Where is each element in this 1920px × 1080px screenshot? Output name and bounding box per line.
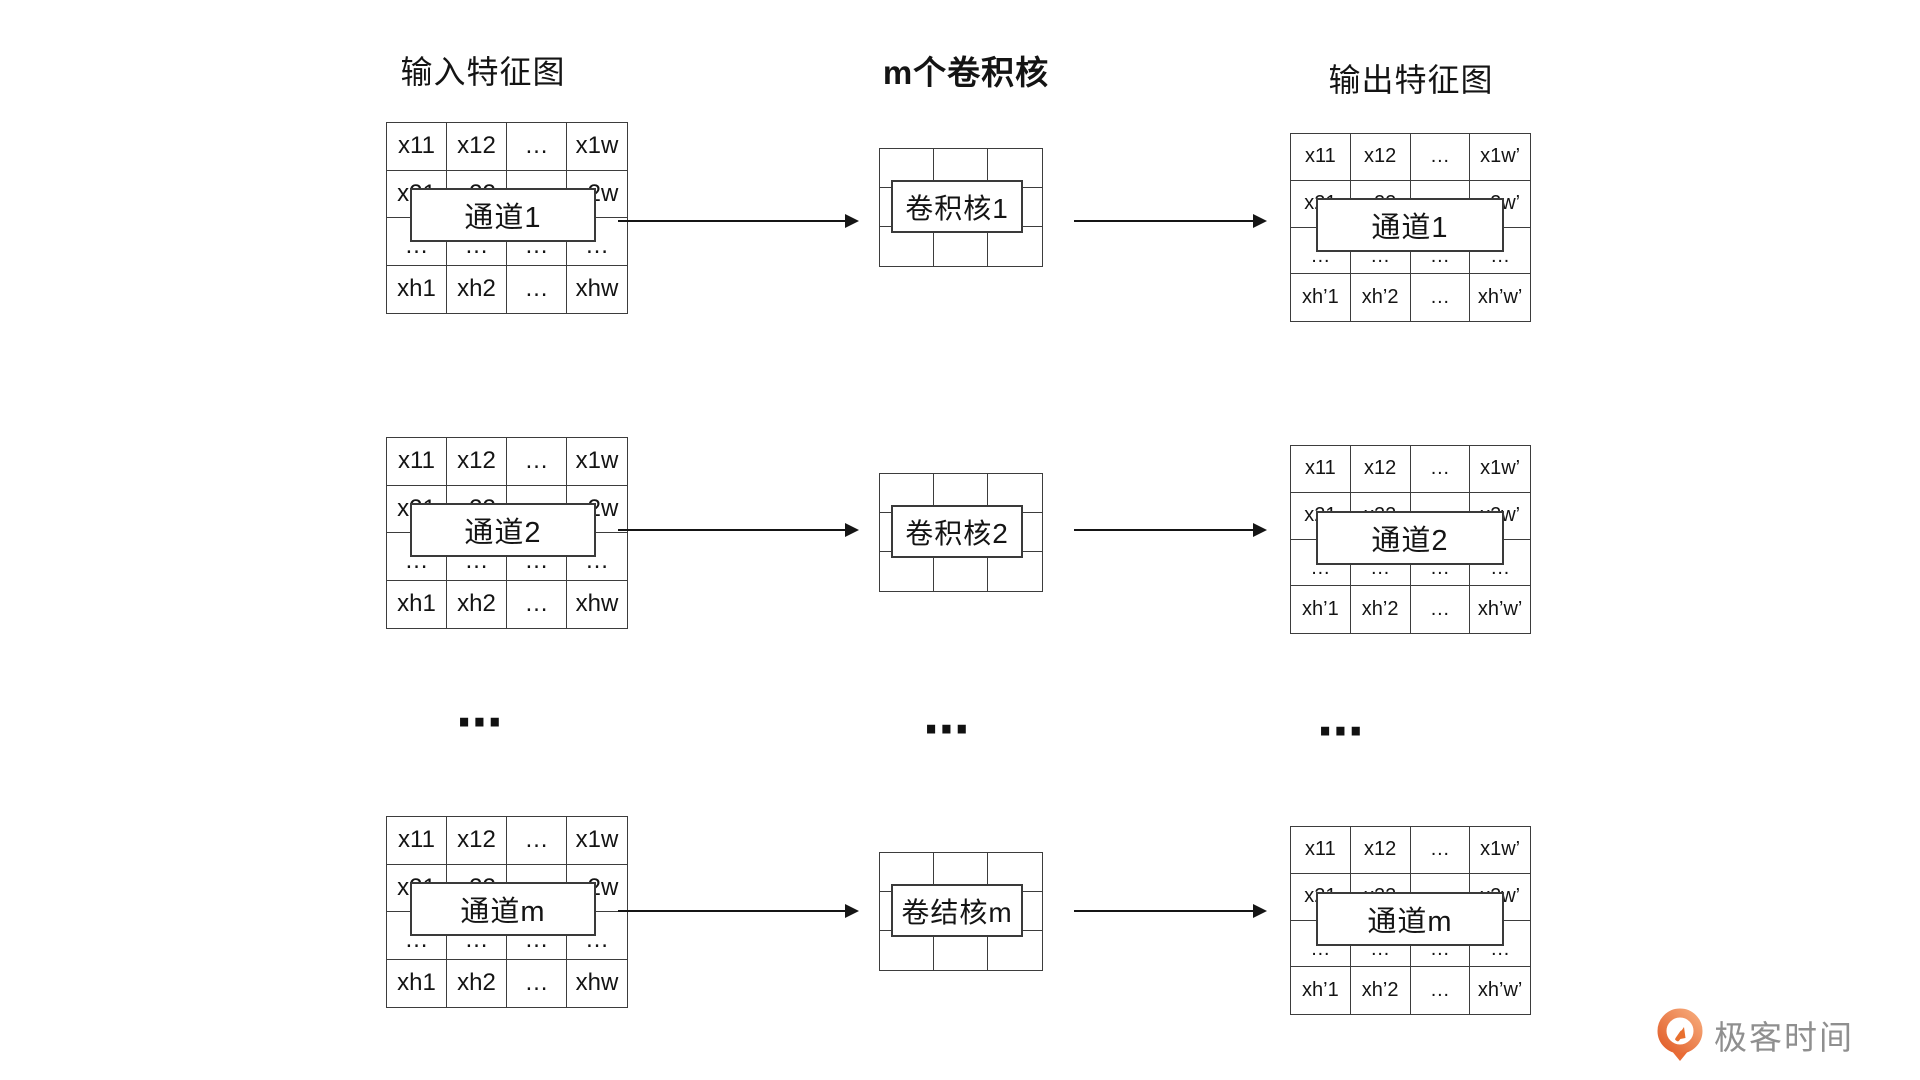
- geektime-logo: 极客时间: [1656, 1008, 1854, 1062]
- grid-cell: x12: [1350, 446, 1411, 493]
- arrow-kernel-to-output-2: [1074, 523, 1267, 537]
- grid-cell: …: [1411, 586, 1471, 633]
- grid-cell: [934, 227, 988, 266]
- kernel-m-label: 卷结核m: [891, 884, 1023, 937]
- grid-cell: xh’2: [1351, 274, 1411, 321]
- input-feature-maps-title: 输入特征图: [400, 54, 566, 90]
- grid-cell: …: [507, 817, 567, 865]
- grid-cell: …: [1411, 967, 1471, 1014]
- grid-cell: …: [1410, 134, 1471, 181]
- grid-cell: x12: [1350, 134, 1411, 181]
- grid-cell: xh’1: [1291, 967, 1351, 1014]
- grid-cell: …: [1410, 827, 1471, 874]
- grid-cell: xhw: [575, 969, 619, 997]
- grid-cell: xh’1: [1291, 586, 1351, 633]
- grid-cell: xh’w’: [1477, 598, 1523, 621]
- grid-cell: x11: [1291, 446, 1351, 493]
- arrow-kernel-to-output-1: [1074, 214, 1267, 228]
- channel-1-input-label: 通道1: [410, 188, 596, 242]
- grid-cell: xh’2: [1351, 586, 1411, 633]
- output-feature-maps-title: 输出特征图: [1328, 62, 1494, 98]
- grid-cell: x1w: [567, 438, 627, 486]
- grid-cell: x1w’: [1470, 446, 1530, 493]
- grid-cell: x1w’: [1470, 134, 1530, 181]
- grid-cell: …: [507, 580, 567, 628]
- arrow-input-to-kernel-2: [618, 523, 859, 537]
- grid-cell: x11: [387, 438, 447, 486]
- grid-cell: [880, 931, 934, 970]
- arrow-input-to-kernel-m: [618, 904, 859, 918]
- geektime-logo-text: 极客时间: [1714, 1019, 1854, 1056]
- grid-cell: xh1: [387, 580, 447, 628]
- grid-cell: x12: [1350, 827, 1411, 874]
- grid-cell: x11: [1291, 134, 1351, 181]
- grid-cell: …: [567, 218, 627, 266]
- grid-cell: xhw: [575, 590, 619, 618]
- grid-cell: …: [507, 123, 567, 171]
- input-column-ellipsis: ⋯: [456, 696, 506, 748]
- grid-cell: …: [507, 438, 567, 486]
- grid-cell: [934, 931, 988, 970]
- grid-cell: x1w: [567, 123, 627, 171]
- kernel-1-label: 卷积核1: [891, 180, 1023, 233]
- channel-m-output-label: 通道m: [1316, 892, 1504, 946]
- kernel-2-label: 卷积核2: [891, 505, 1023, 558]
- geektime-logo-icon: [1656, 1008, 1704, 1062]
- kernels-title: m个卷积核: [882, 54, 1050, 91]
- grid-cell: xh2: [447, 580, 507, 628]
- grid-cell: xh’w’: [1477, 979, 1523, 1002]
- grid-cell: xhw: [575, 275, 619, 303]
- channel-2-output-label: 通道2: [1316, 511, 1504, 565]
- output-column-ellipsis: ⋯: [1317, 705, 1367, 757]
- grid-cell: xh1: [387, 959, 447, 1007]
- grid-cell: xh2: [447, 265, 507, 313]
- kernel-column-ellipsis: ⋯: [923, 703, 973, 755]
- arrow-input-to-kernel-1: [618, 214, 859, 228]
- grid-cell: …: [1411, 274, 1471, 321]
- grid-cell: xh’w’: [1477, 286, 1523, 309]
- channel-1-output-label: 通道1: [1316, 198, 1504, 252]
- grid-cell: …: [1410, 446, 1471, 493]
- grid-cell: xh1: [387, 265, 447, 313]
- channel-2-input-label: 通道2: [410, 503, 596, 557]
- grid-cell: x12: [447, 438, 507, 486]
- grid-cell: xh’2: [1351, 967, 1411, 1014]
- grid-cell: x12: [447, 817, 507, 865]
- grid-cell: …: [507, 959, 567, 1007]
- grid-cell: x11: [1291, 827, 1351, 874]
- grid-cell: x11: [387, 817, 447, 865]
- grid-cell: x1w: [567, 817, 627, 865]
- arrow-kernel-to-output-m: [1074, 904, 1267, 918]
- grid-cell: [934, 552, 988, 591]
- grid-cell: x1w’: [1470, 827, 1530, 874]
- grid-cell: [880, 552, 934, 591]
- grid-cell: xh’1: [1291, 274, 1351, 321]
- grid-cell: [880, 227, 934, 266]
- grid-cell: …: [507, 265, 567, 313]
- channel-m-input-label: 通道m: [410, 882, 596, 936]
- grid-cell: x11: [387, 123, 447, 171]
- grid-cell: xh2: [447, 959, 507, 1007]
- grid-cell: x12: [447, 123, 507, 171]
